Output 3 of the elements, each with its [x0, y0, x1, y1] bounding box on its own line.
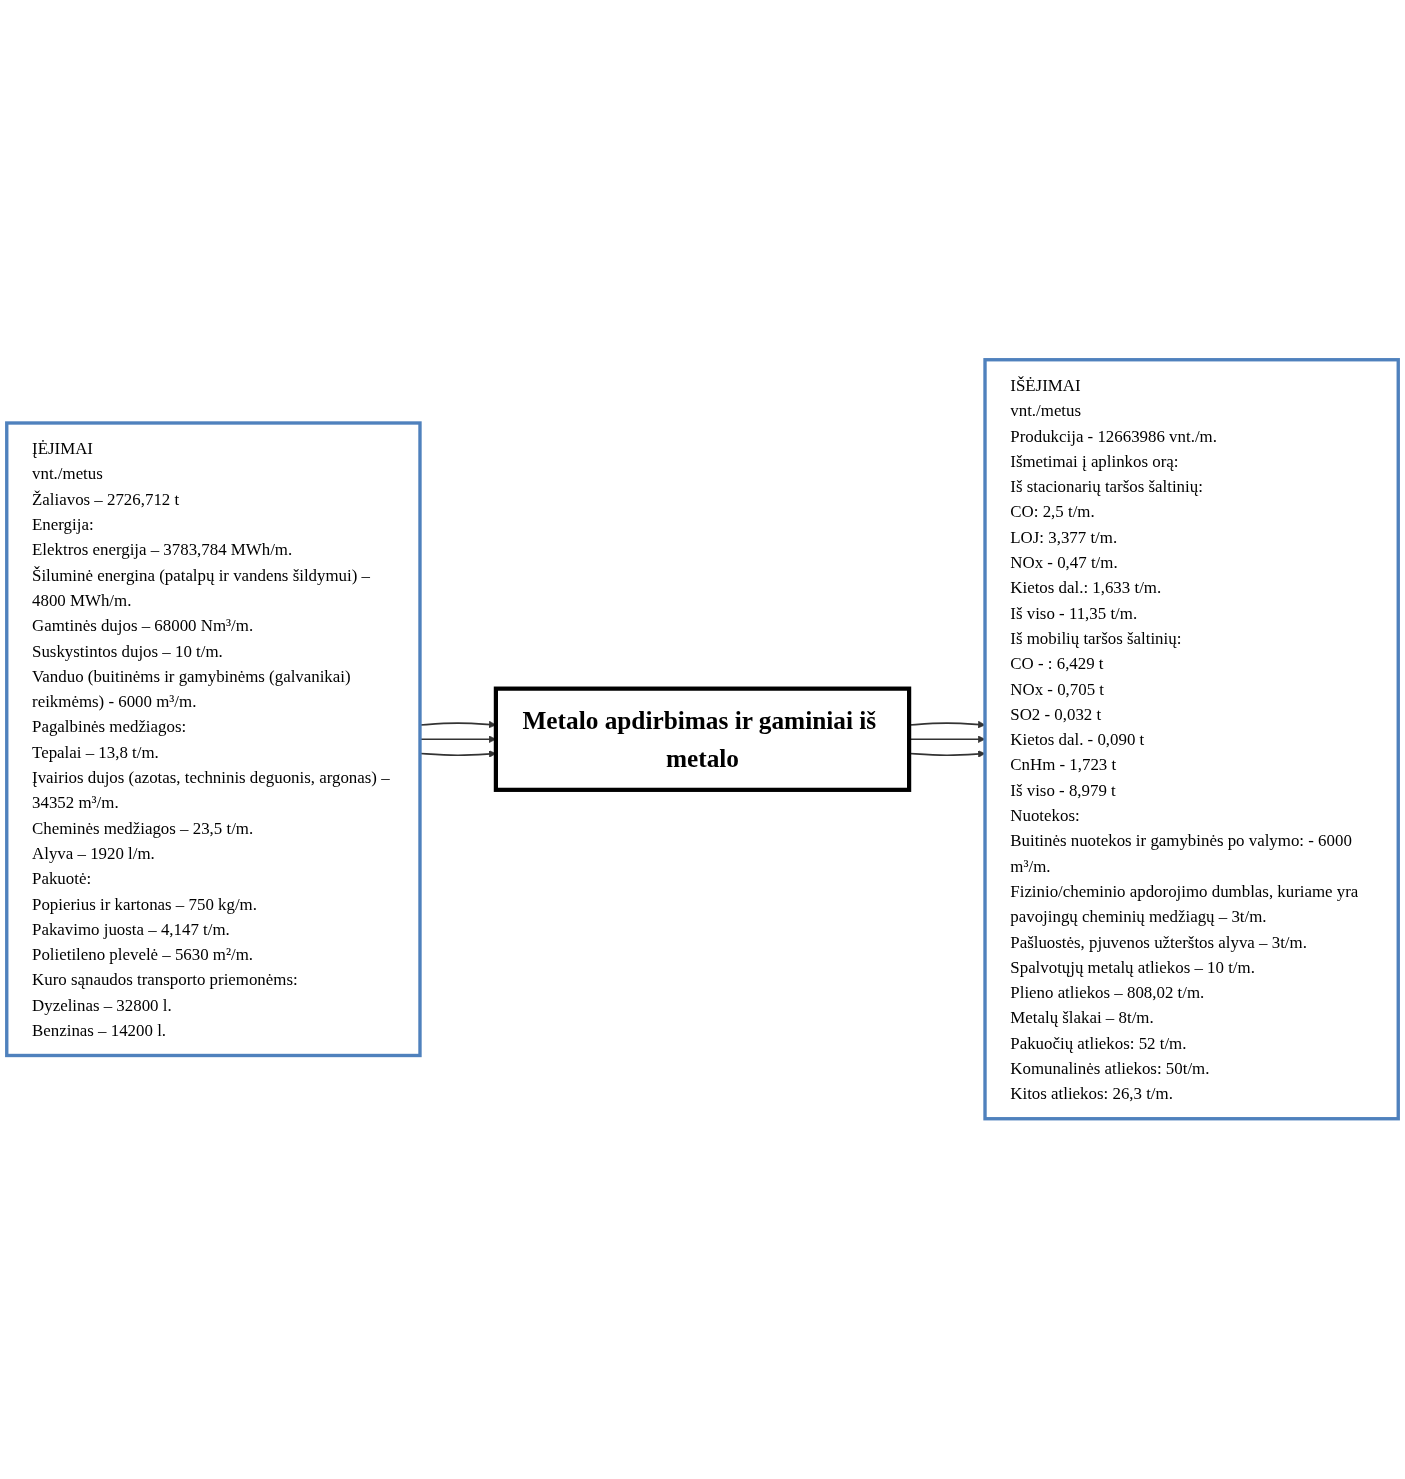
node-box: Metalo apdirbimas ir gaminiai iš metalo	[493, 686, 912, 793]
node-box: ĮĖJIMAI vnt./metus Žaliavos – 2726,712 t Energija: Elektros energija – 3783,784 MWh/m. Šiluminė energina (patalpų ir vandens šildymui) – 4800 MWh/m. Gamtinės dujos – 68000 Nm³/m. Suskystintos dujos – 10 t/m. Vanduo (buitinėms ir gamybinėms (galvanikai) reikmėms) - 6000 m³/m. Pagalbinės medžiagos: Tepalai – 13,8 t/m. Įvairios dujos (azotas, techninis deguonis, argonas) – 34352 m³/m. Cheminės medžiagos – 23,5 t/m. Alyva – 1920 l/m. Pakuotė: Popierius ir kartonas – 750 kg/m. Pakavimo juosta – 4,147 t/m. Polietileno plevelė – 5630 m²/m. Kuro sąnaudos transporto priemonėms: Dyzelinas – 32800 l. Benzinas – 14200 l.	[5, 421, 422, 1058]
node-box: IŠĖJIMAI vnt./metus Produkcija - 12663986 vnt./m. Išmetimai į aplinkos orą: Iš stacionarių taršos šaltinių: CO: 2,5 t/m. LOJ: 3,377 t/m. NOx - 0,47 t/m. Kietos dal.: 1,633 t/m. Iš viso - 11,35 t/m. Iš mobilių taršos šaltinių: CO - : 6,429 t NOx - 0,705 t SO2 - 0,032 t Kietos dal. - 0,090 t CnHm - 1,723 t Iš viso - 8,979 t Nuotekos: Buitinės nuotekos ir gamybinės po valymo: - 6000 m³/m. Fizinio/cheminio apdorojimo dumblas, kuriame yra pavojingų cheminių medžiagų – 3t/m. Pašluostės, pjuvenos užterštos alyva – 3t/m. Spalvotųjų metalų atliekos – 10 t/m. Plieno atliekos – 808,02 t/m. Metalų šlakai – 8t/m. Pakuočių atliekos: 52 t/m. Komunalinės atliekos: 50t/m. Kitos atliekos: 26,3 t/m.	[983, 358, 1400, 1121]
